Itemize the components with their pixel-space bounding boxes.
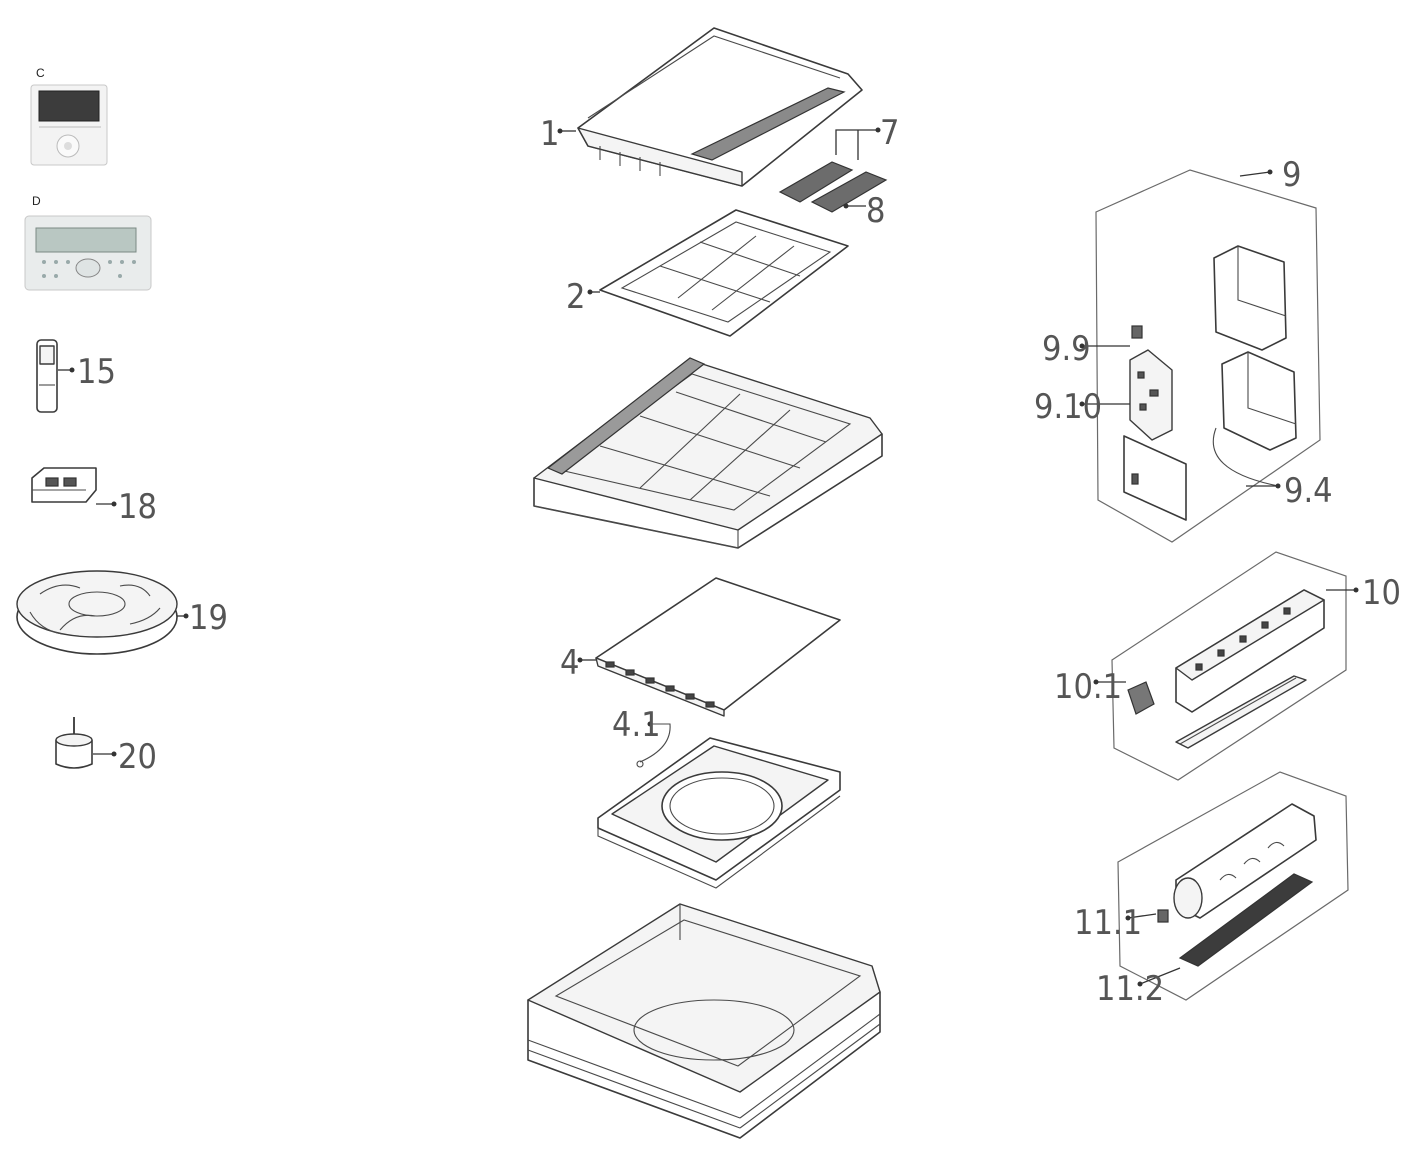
display-receiver: 18 [31,467,157,527]
main-housing [527,903,881,1139]
callout-7: 7 [880,113,899,153]
chassis-frame [533,357,883,549]
callout-4-1: 4.1 [612,705,661,745]
wired-controller-d: D [24,194,152,291]
callout-9: 9 [1282,155,1301,195]
remote-control: 15 [36,339,116,413]
fan-motor: 20 [55,717,157,777]
callout-4: 4 [560,643,579,683]
callout-9-10: 9.10 [1034,387,1102,427]
callout-8: 8 [866,191,885,231]
callout-1: 1 [540,114,559,154]
drain-pump-group: 11.1 11.2 [1074,771,1349,1009]
control-box-group: 9 9.9 9.10 9.4 [1034,155,1333,543]
callout-19: 19 [189,598,228,638]
louver-assembly-group: 10 10.1 [1054,551,1401,781]
callout-10-1: 10.1 [1054,667,1122,707]
controller-c-label: C [36,66,45,80]
fan-impeller: 19 [16,570,228,655]
callout-15: 15 [77,352,116,392]
drain-pan [597,737,841,889]
callout-9-9: 9.9 [1042,329,1091,369]
callout-11-1: 11.1 [1074,903,1142,943]
air-filters: 7 8 [778,113,899,231]
callout-2: 2 [566,277,585,317]
callout-18: 18 [118,487,157,527]
callout-10: 10 [1362,573,1401,613]
intake-grille: 2 [566,209,849,337]
front-panel: 1 [540,27,863,187]
temperature-sensor: 4.1 [612,705,671,768]
evaporator: 4 [560,577,841,717]
callout-11-2: 11.2 [1096,969,1164,1009]
wired-controller-c: C [30,66,108,166]
callout-20: 20 [118,737,157,777]
callout-9-4: 9.4 [1284,471,1333,511]
controller-d-label: D [32,194,41,208]
